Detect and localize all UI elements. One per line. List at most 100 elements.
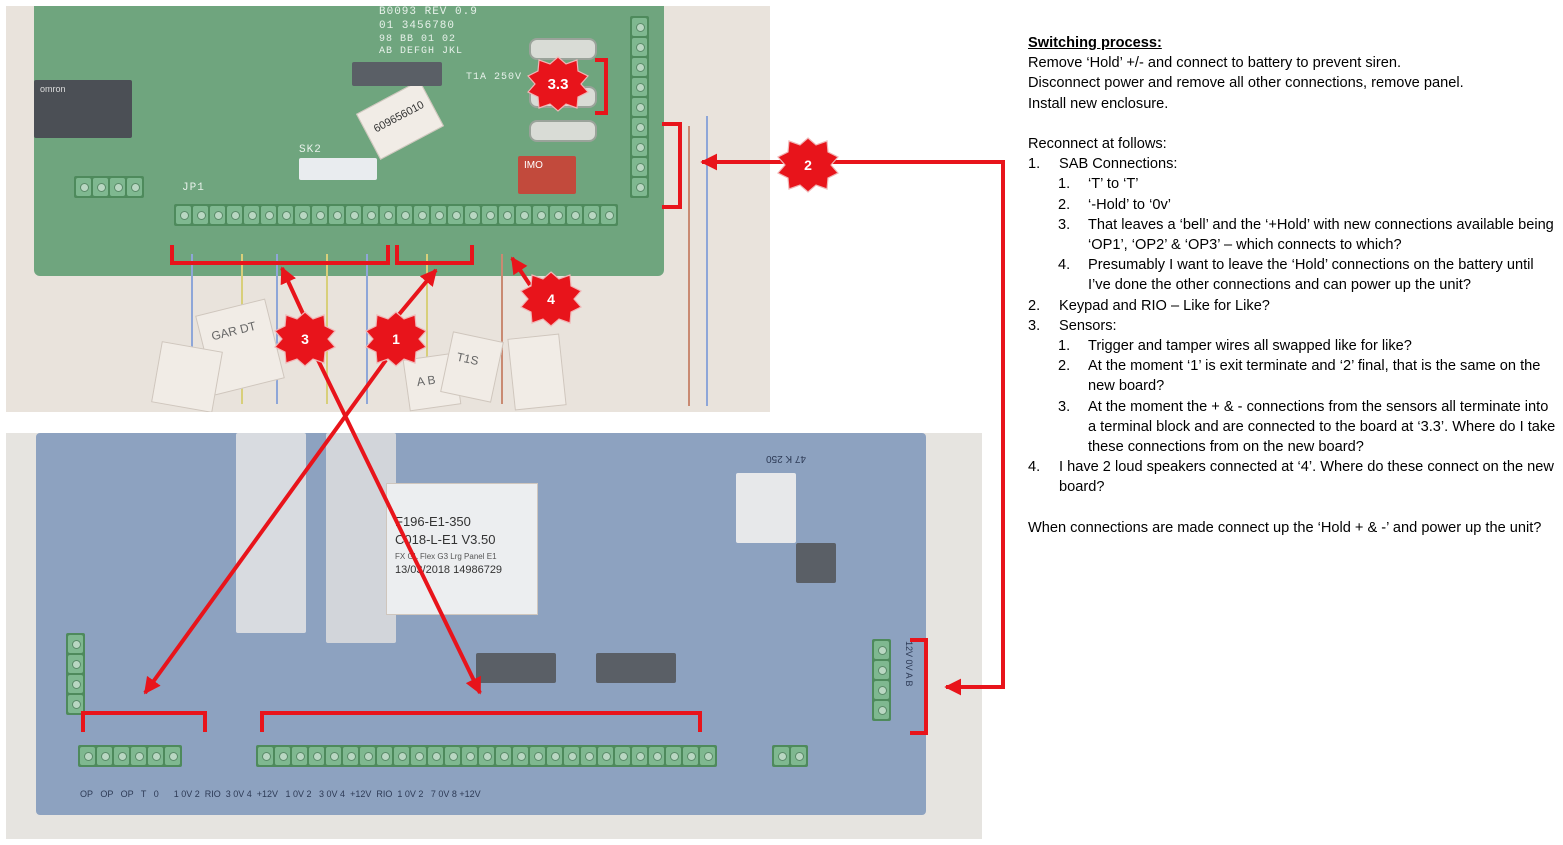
intro-line-2: Disconnect power and remove all other co… xyxy=(1028,75,1464,92)
callout-4: 4 xyxy=(520,271,582,327)
notes-panel: Switching process: Remove ‘Hold’ +/- and… xyxy=(1028,33,1560,538)
intro-line-1: Remove ‘Hold’ +/- and connect to battery… xyxy=(1028,55,1402,72)
reconnect-list-end: 4. I have 2 loud speakers connected at ‘… xyxy=(1028,457,1560,497)
ic-1 xyxy=(476,653,556,683)
firmware-label-line2: C018-L-E1 V3.50 xyxy=(395,532,496,547)
sub-item-text: At the moment ‘1’ is exit terminate and … xyxy=(1088,358,1541,395)
bus-terminal-labels: 12V 0V A B xyxy=(904,641,914,687)
callout-3: 3 xyxy=(274,311,336,367)
op-terminal-strip xyxy=(78,745,182,767)
closing-question: When connections are made connect up the… xyxy=(1028,519,1542,536)
imo-relay-text: IMO xyxy=(524,160,543,171)
bracket-new-1 xyxy=(260,711,702,732)
old-board-photo: B0093 REV 0.9 01 3456780 98 BB 01 02 AB … xyxy=(6,6,770,412)
sub-number: 1. xyxy=(1058,338,1071,355)
left-terminal-strip-new xyxy=(66,633,85,715)
ic-2 xyxy=(596,653,676,683)
old-pcb: B0093 REV 0.9 01 3456780 98 BB 01 02 AB … xyxy=(34,6,664,276)
bracket-old-3 xyxy=(170,245,390,265)
sub-item: 1. Trigger and tamper wires all swapped l… xyxy=(1028,336,1560,356)
omron-relay: omron xyxy=(34,80,132,138)
right-terminal-strip-old xyxy=(630,16,649,198)
sub-item-text: Trigger and tamper wires all swapped lik… xyxy=(1088,338,1412,355)
wire-blue xyxy=(191,254,193,404)
reconnect-heading: Reconnect at follows: xyxy=(1028,136,1167,152)
list-item-sensors: 3. Sensors: xyxy=(1028,316,1560,336)
arrow-callout-4-old xyxy=(510,256,532,287)
sub-item-text: Presumably I want to leave the ‘Hold’ co… xyxy=(1088,257,1534,294)
firmware-label-line3: FX GL Flex G3 Lrg Panel E1 xyxy=(395,552,497,561)
jt-terminal-block xyxy=(74,176,144,198)
fuse-3 xyxy=(529,120,597,142)
list-item-text: I have 2 loud speakers connected at ‘4’.… xyxy=(1059,459,1554,496)
sk2-connector xyxy=(299,158,377,180)
sub-item-text: That leaves a ‘bell’ and the ‘+Hold’ wit… xyxy=(1088,216,1554,254)
omron-relay-text: omron xyxy=(40,84,66,94)
old-board-code2-text: 98 BB 01 02 xyxy=(379,34,457,45)
bottom-terminal-labels: OP OP OP T 0 1 0V 2 RIO 3 0V 4 +12V 1 0V… xyxy=(80,789,481,799)
imo-relay: IMO xyxy=(518,156,576,194)
fuse-1 xyxy=(529,38,597,60)
list-item-sab: 1. SAB Connections: xyxy=(1028,154,1560,174)
notes-title: Switching process: xyxy=(1028,35,1162,51)
line-callout-1-new xyxy=(143,358,388,695)
intro-line-3: Install new enclosure. xyxy=(1028,95,1169,112)
list-number: 4. xyxy=(1028,459,1041,476)
old-board-fuse-text: T1A 250V xyxy=(466,72,523,83)
relay-new xyxy=(796,543,836,583)
sub-item-text: ‘T’ to ‘T’ xyxy=(1088,176,1139,193)
firmware-label-line1: F196-E1-350 xyxy=(395,514,471,529)
arrow-callout-1-old xyxy=(394,268,438,320)
callout-3-3: 3.3 xyxy=(527,56,589,112)
list-item-text: Keypad and RIO – Like for Like? xyxy=(1059,297,1270,314)
callout-2-label: 2 xyxy=(804,157,812,173)
list-number: 1. xyxy=(1028,156,1041,173)
bracket-old-1 xyxy=(395,245,474,265)
wire-blue-3 xyxy=(366,254,368,404)
list-number: 2. xyxy=(1028,297,1041,314)
bracket-new-3 xyxy=(81,711,207,732)
sub-item: 1. ‘T’ to ‘T’ xyxy=(1028,174,1560,194)
sub-item: 2. At the moment ‘1’ is exit terminate an… xyxy=(1028,356,1560,396)
wire-red-right xyxy=(688,126,690,406)
old-board-code-text: 01 3456780 xyxy=(379,20,456,32)
sub-item: 3. At the moment the + & - connections fr… xyxy=(1028,397,1560,458)
zone-terminal-strip xyxy=(256,745,717,767)
aux-terminal-strip xyxy=(772,745,808,767)
callout-2: 2 xyxy=(777,137,839,193)
reconnect-list: 1. SAB Connections: xyxy=(1028,154,1560,174)
list-item-keypad: 2. Keypad and RIO – Like for Like? xyxy=(1028,296,1560,316)
old-board-code3-text: AB DEFGH JKL xyxy=(379,46,464,57)
spacer xyxy=(1028,114,1560,134)
callout-4-label: 4 xyxy=(547,291,555,307)
arrow-callout-3-old xyxy=(280,266,307,319)
list-item-text: SAB Connections: xyxy=(1059,156,1178,173)
bracket-old-3-3 xyxy=(595,58,608,115)
sub-number: 1. xyxy=(1058,176,1071,193)
qr-sticker xyxy=(736,473,796,543)
callout-3-3-label: 3.3 xyxy=(548,76,569,93)
callout-1: 1 xyxy=(365,311,427,367)
sub-number: 2. xyxy=(1058,196,1071,213)
sub-item-text: ‘-Hold’ to ‘0v’ xyxy=(1088,196,1171,213)
sub-number: 3. xyxy=(1058,398,1071,415)
sub-item: 4.Presumably I want to leave the ‘Hold’ … xyxy=(1028,255,1560,295)
capacitor-2 xyxy=(326,433,396,643)
line-callout-2-new xyxy=(831,160,1005,696)
sab-sub-list: 1. ‘T’ to ‘T’ 2. ‘-Hold’ to ‘0v’ 3.That le… xyxy=(1028,174,1560,295)
wire-yellow-3 xyxy=(426,254,428,404)
sub-item-text: At the moment the + & - connections from… xyxy=(1088,398,1556,456)
transistor-row xyxy=(352,62,442,86)
bracket-new-2 xyxy=(910,638,928,735)
list-number: 3. xyxy=(1028,317,1041,334)
capacitor-1 xyxy=(236,433,306,633)
sub-item: 3.That leaves a ‘bell’ and the ‘+Hold’ w… xyxy=(1028,215,1560,255)
bracket-old-2 xyxy=(662,122,682,209)
sub-number: 2. xyxy=(1058,358,1071,375)
list-item-text: Sensors: xyxy=(1059,317,1117,334)
wire-blue-2 xyxy=(276,254,278,404)
list-item-speakers: 4. I have 2 loud speakers connected at ‘… xyxy=(1028,457,1560,497)
callout-3-label: 3 xyxy=(301,331,309,347)
new-pcb: F196-E1-350 C018-L-E1 V3.50 FX GL Flex G… xyxy=(36,433,926,815)
